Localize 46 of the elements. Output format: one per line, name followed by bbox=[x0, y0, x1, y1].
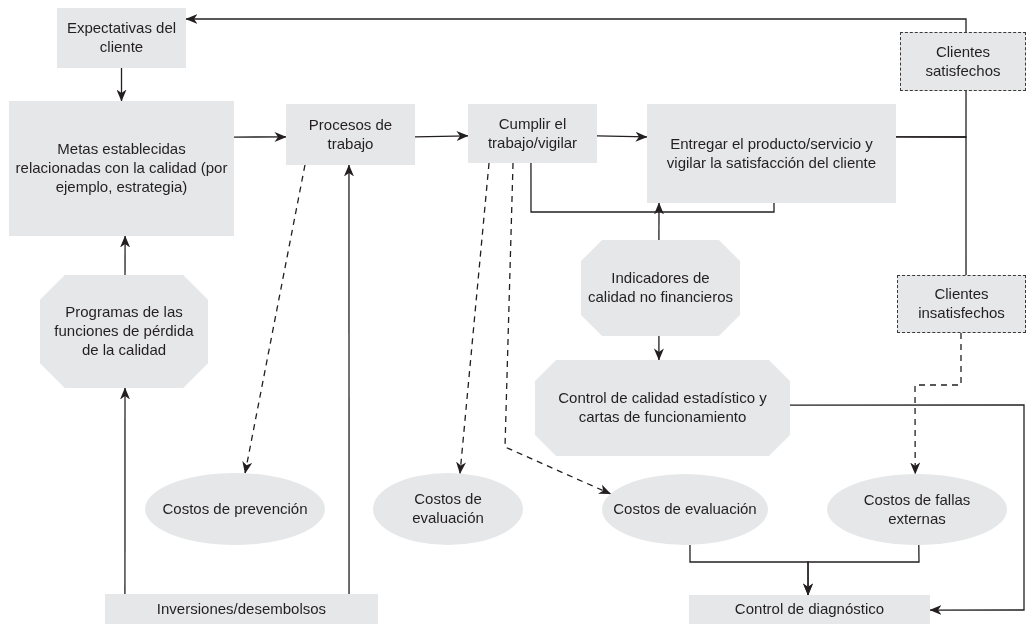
arrow bbox=[120, 235, 131, 276]
arrow bbox=[242, 164, 306, 474]
arrow bbox=[343, 164, 354, 595]
node-label: Programas de las funciones de pérdida de la calidad bbox=[53, 303, 195, 360]
arrow bbox=[233, 131, 287, 142]
octagon-box bbox=[535, 360, 790, 456]
node-label: Indicadores de calidad no financieros bbox=[587, 269, 734, 307]
node-label: Expectativas del cliente bbox=[65, 19, 178, 57]
process-box bbox=[105, 594, 378, 624]
arrow bbox=[120, 387, 130, 595]
node-label: Costos de evaluación bbox=[411, 490, 485, 528]
octagon-box bbox=[40, 275, 208, 388]
node-label: Costos de fallas externas bbox=[862, 490, 972, 529]
process-box bbox=[9, 101, 234, 236]
process-box bbox=[647, 104, 896, 203]
arrow bbox=[789, 404, 1025, 616]
node-label: Clientes satisfechos bbox=[924, 42, 1002, 81]
node-label: Control de diagnóstico bbox=[734, 600, 885, 619]
node-label: Metas establecidas relacionadas con la calidad (por ejemplo, estrategia) bbox=[15, 140, 228, 197]
dashed-box bbox=[897, 275, 1026, 333]
arrow bbox=[185, 14, 967, 33]
node-label: Costos de prevención bbox=[162, 499, 308, 519]
arrow bbox=[504, 162, 612, 495]
node-label: Clientes insatisfechos bbox=[917, 285, 1006, 323]
arrow bbox=[653, 335, 664, 361]
process-box bbox=[57, 8, 186, 68]
arrow bbox=[910, 332, 962, 475]
connector-line bbox=[895, 136, 967, 276]
arrow bbox=[596, 131, 648, 142]
node-label: Procesos de trabajo bbox=[307, 115, 394, 154]
octagon-box bbox=[581, 240, 740, 336]
node-label: Costos de evaluación bbox=[613, 500, 757, 519]
arrow bbox=[116, 67, 127, 102]
process-box bbox=[689, 595, 930, 624]
arrow bbox=[456, 162, 490, 475]
node-label: Control de calidad estadístico y cartas de funcionamiento bbox=[557, 389, 768, 427]
arrow bbox=[414, 131, 469, 142]
dashed-box bbox=[900, 32, 1026, 91]
process-box bbox=[468, 104, 597, 163]
arrow bbox=[653, 202, 664, 241]
node-label: Cumplir el trabajo/vigilar bbox=[486, 114, 579, 153]
node-label: Inversiones/desembolsos bbox=[156, 599, 327, 619]
node-label: Entregar el producto/servicio y vigilar la satisfacción del cliente bbox=[665, 134, 878, 173]
connector-line bbox=[530, 162, 775, 213]
process-box bbox=[286, 104, 415, 165]
arrow bbox=[803, 544, 920, 596]
